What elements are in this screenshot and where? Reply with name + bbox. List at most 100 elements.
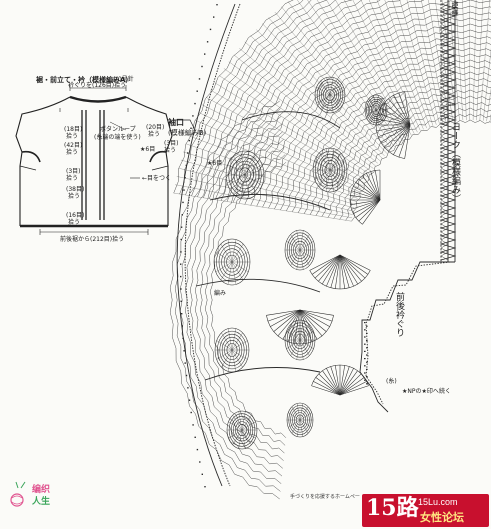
pineapple-spoke xyxy=(329,169,334,192)
mesh-thread xyxy=(376,0,427,129)
label-16-pick: 拾う xyxy=(68,219,81,226)
pineapple-spoke xyxy=(299,234,310,251)
stitch-mark xyxy=(182,201,184,204)
fan-rib xyxy=(366,173,381,201)
fan-rib xyxy=(393,95,411,126)
fan-rib xyxy=(299,309,313,342)
pineapple-spoke xyxy=(232,415,243,431)
pineapple-spoke xyxy=(299,419,304,437)
mesh-thread xyxy=(472,0,477,121)
pineapple-spoke xyxy=(231,261,249,273)
pineapple-spoke xyxy=(228,429,243,439)
pineapple-spoke xyxy=(329,80,340,96)
fan-rib xyxy=(358,178,381,201)
fan-rib xyxy=(355,182,381,201)
stitch-mark xyxy=(185,164,187,167)
pineapple-spoke xyxy=(329,94,344,103)
pineapple-spoke xyxy=(299,419,309,434)
fan-rib xyxy=(376,118,411,126)
label-3-stitches: (3目) xyxy=(66,168,81,175)
pineapple-spoke xyxy=(299,419,312,428)
stitch-mark xyxy=(187,152,189,154)
fan-rib xyxy=(362,199,381,225)
mesh-arc xyxy=(292,59,491,212)
fan-rib xyxy=(353,199,381,214)
pineapple-spoke xyxy=(290,324,301,341)
stitch-mark xyxy=(366,376,368,378)
pineapple-spoke xyxy=(291,419,301,434)
pineapple-spoke xyxy=(286,249,301,259)
np-continue-note: ★NPの★印へ続く xyxy=(402,388,451,395)
fan-rib xyxy=(267,309,301,322)
pineapple-spoke xyxy=(320,94,331,110)
fan-rib xyxy=(339,254,359,285)
fan-rib xyxy=(339,366,350,396)
stitch-mark xyxy=(196,90,198,92)
stitch-mark xyxy=(364,329,366,331)
mesh-thread xyxy=(406,0,440,124)
schematic-needle: 4/0号針 xyxy=(112,76,134,83)
fan-rib xyxy=(353,186,381,201)
pineapple-spoke xyxy=(241,415,252,431)
mesh-arc xyxy=(250,17,491,206)
pineapple-spoke xyxy=(288,419,301,428)
pineapple-spoke xyxy=(320,80,331,96)
mesh-thread xyxy=(173,192,352,222)
pineapple-spoke xyxy=(241,411,246,431)
pineapple-spoke xyxy=(231,349,243,368)
fan-rib xyxy=(282,309,301,340)
fan-rib xyxy=(339,254,369,275)
fan-rib xyxy=(339,365,345,396)
mesh-thread xyxy=(399,0,437,125)
pineapple-spoke xyxy=(244,174,257,194)
fan-rib xyxy=(311,254,341,275)
pineapple-spoke xyxy=(296,403,301,421)
stitch-mark xyxy=(181,214,183,216)
mesh-arc-lower xyxy=(189,131,283,469)
pineapple-spoke xyxy=(299,412,312,421)
stitch-mark xyxy=(364,322,366,324)
fan-edge xyxy=(311,364,369,386)
fan-rib xyxy=(339,254,350,288)
stitch-mark xyxy=(364,379,366,381)
mesh-thread xyxy=(392,0,434,126)
pineapple-spoke xyxy=(233,156,246,176)
mesh-thread xyxy=(239,48,378,164)
stitch-mark xyxy=(366,325,368,327)
mesh-arc xyxy=(315,83,491,216)
pineapple-spoke xyxy=(316,94,331,103)
mesh-thread xyxy=(210,89,367,181)
mesh-thread xyxy=(281,6,395,147)
stitch-mark xyxy=(192,424,194,426)
fan-rib xyxy=(375,170,381,201)
pineapple-spoke xyxy=(215,251,233,263)
pineapple-spoke xyxy=(314,160,331,171)
mesh-thread xyxy=(435,0,453,122)
fan-rib xyxy=(404,124,411,159)
label-3-pick: 拾う xyxy=(66,175,79,182)
fan-rib xyxy=(299,309,323,337)
fan-edge xyxy=(349,169,381,225)
fan-rib xyxy=(318,254,341,282)
stitch-mark xyxy=(364,336,366,338)
fan-rib xyxy=(398,124,411,158)
fan-rib xyxy=(277,309,301,337)
fan-rib xyxy=(311,385,341,396)
label-42-pick: 拾う xyxy=(66,149,79,156)
stitch-mark xyxy=(183,189,185,191)
neckline-label: 前後衿ぐり xyxy=(394,292,404,337)
pineapple-spoke xyxy=(291,406,301,421)
stitch-mark xyxy=(204,53,206,55)
fan-rib xyxy=(355,199,381,218)
mesh-thread xyxy=(183,151,356,205)
mesh-arc xyxy=(179,0,304,195)
mesh-thread xyxy=(223,68,372,172)
mesh-thread xyxy=(175,184,353,219)
mesh-thread xyxy=(178,168,354,212)
pineapple-spoke xyxy=(220,243,233,263)
fan-rib xyxy=(335,254,341,289)
mesh-thread xyxy=(228,61,374,169)
fan-rib xyxy=(339,254,354,287)
mesh-arc xyxy=(244,11,491,205)
